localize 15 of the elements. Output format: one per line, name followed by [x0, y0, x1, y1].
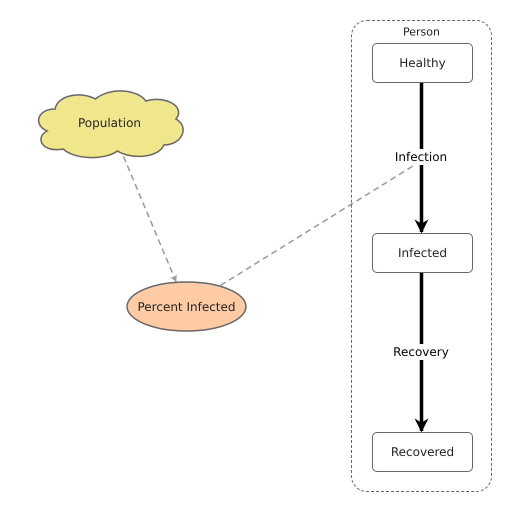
state-box: [372, 43, 473, 83]
node-label: Percent Infected: [137, 300, 236, 314]
connector-line: [220, 165, 414, 286]
node-label: Population: [78, 116, 142, 130]
arrow: [414, 82, 428, 234]
node-label: Recovered: [390, 445, 454, 459]
arrow: [414, 272, 428, 432]
group-label: Person: [403, 26, 440, 38]
edge-label: Recovery: [391, 344, 451, 360]
state-box: [372, 233, 473, 273]
state-box: [372, 432, 473, 472]
arrow: [122, 156, 177, 282]
group-container: [351, 20, 492, 492]
node-label: Infected: [398, 246, 448, 260]
node-label: Healthy: [399, 56, 446, 70]
